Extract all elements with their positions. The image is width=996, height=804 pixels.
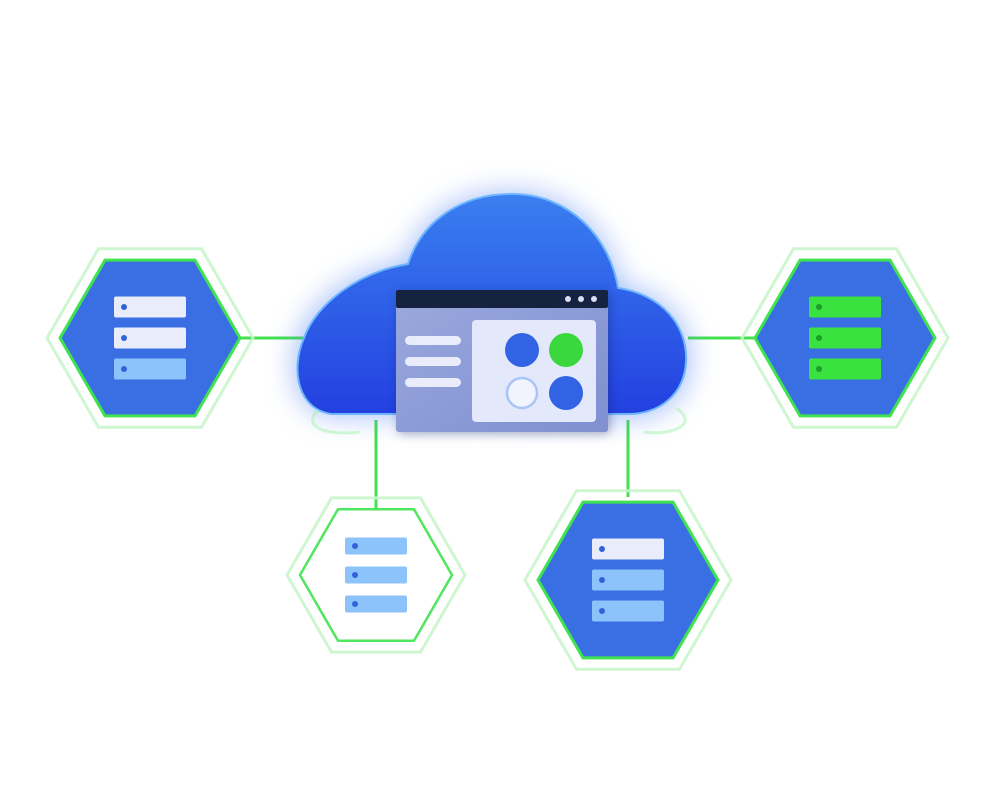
server-rack-icon <box>809 296 881 380</box>
window-tiles <box>505 333 583 410</box>
server-unit <box>592 538 664 560</box>
window-dot <box>591 296 597 302</box>
server-status-dot <box>599 608 605 614</box>
cloud-rim <box>643 406 687 435</box>
window-menu <box>405 336 461 387</box>
server-status-dot <box>816 304 822 310</box>
server-nodes <box>45 247 950 671</box>
server-status-dot <box>599 546 605 552</box>
window-dot <box>565 296 571 302</box>
window-dot <box>578 296 584 302</box>
server-status-dot <box>352 601 358 607</box>
server-unit <box>592 569 664 591</box>
app-window-icon <box>396 290 610 434</box>
menu-line <box>405 336 461 345</box>
tile-outline <box>505 376 539 410</box>
tile-green <box>549 333 583 367</box>
server-unit <box>592 600 664 622</box>
server-unit <box>809 358 881 380</box>
hexagon-halo <box>523 489 733 671</box>
server-rack-icon <box>345 537 407 613</box>
server-unit <box>114 327 186 349</box>
server-status-dot <box>121 366 127 372</box>
server-status-dot <box>352 572 358 578</box>
server-rack-icon <box>592 538 664 622</box>
server-unit <box>114 358 186 380</box>
server-unit <box>114 296 186 318</box>
server-node-right <box>740 247 950 429</box>
server-unit <box>345 537 407 555</box>
tile-blue <box>505 333 539 367</box>
hexagon-halo <box>285 496 467 654</box>
server-status-dot <box>352 543 358 549</box>
titlebar-dots <box>565 296 597 302</box>
server-status-dot <box>816 366 822 372</box>
server-status-dot <box>121 335 127 341</box>
tile-blue <box>549 376 583 410</box>
server-unit <box>809 327 881 349</box>
server-unit <box>345 566 407 584</box>
cloud-rim <box>311 408 361 435</box>
server-node-bottom-right <box>523 489 733 671</box>
server-unit <box>809 296 881 318</box>
server-status-dot <box>599 577 605 583</box>
server-rack-icon <box>114 296 186 380</box>
server-status-dot <box>816 335 822 341</box>
window-panel <box>472 320 596 422</box>
hexagon-halo <box>45 247 255 429</box>
hexagon-halo <box>740 247 950 429</box>
window-titlebar <box>396 290 608 308</box>
server-node-left <box>45 247 255 429</box>
server-unit <box>345 595 407 613</box>
server-node-bottom-left <box>285 496 467 654</box>
connectors <box>240 336 756 510</box>
menu-line <box>405 378 461 387</box>
menu-line <box>405 357 461 366</box>
server-status-dot <box>121 304 127 310</box>
